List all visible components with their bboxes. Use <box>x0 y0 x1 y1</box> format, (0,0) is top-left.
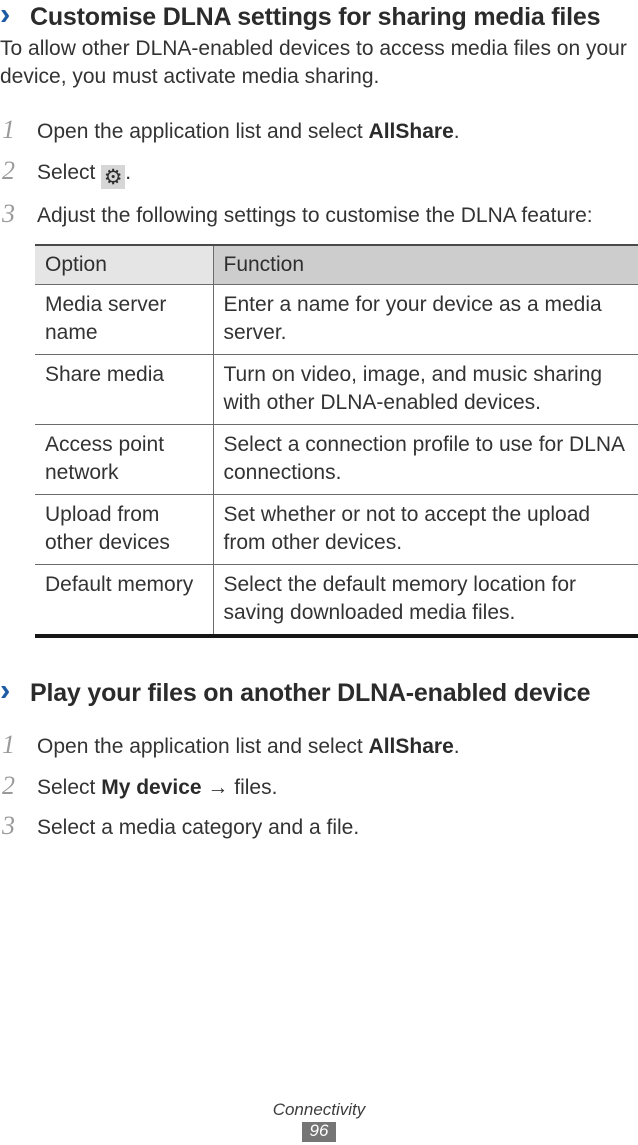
step-text-span: Open the application list and select <box>37 735 369 758</box>
steps-list: 1 Open the application list and select Al… <box>0 117 638 229</box>
function-cell: Turn on video, image, and music sharing … <box>212 354 638 425</box>
step-text-span: . <box>453 735 460 758</box>
section-heading-text: Customise DLNA settings for sharing medi… <box>30 3 601 31</box>
chevron-bullet-icon: › <box>0 672 11 707</box>
section-customise-dlna: › Customise DLNA settings for sharing me… <box>0 0 638 638</box>
section-play-files: › Play your files on another DLNA-enable… <box>0 672 638 842</box>
footer-chapter-label: Connectivity <box>272 1100 366 1119</box>
step-text: Select a media category and a file. <box>37 813 359 842</box>
step-text-span: Adjust the following settings to customi… <box>37 203 593 227</box>
step-text: Open the application list and select All… <box>37 117 460 146</box>
step-text-span: Select <box>37 775 102 799</box>
option-cell: Media server name <box>35 284 213 355</box>
step-item: 3 Select a media category and a file. <box>0 813 638 842</box>
step-text-span: . <box>125 160 132 184</box>
step-text-span: → files. <box>201 775 278 799</box>
table-header-row: Option Function <box>35 245 638 285</box>
step-text-bold: AllShare <box>368 120 454 143</box>
option-cell: Share media <box>35 354 213 425</box>
step-text-span: Select a media category and a file. <box>37 816 360 839</box>
step-number: 3 <box>2 811 15 840</box>
section-heading: › Customise DLNA settings for sharing me… <box>0 0 638 32</box>
steps-list: 1 Open the application list and select Al… <box>0 732 638 842</box>
step-text: Select My device → files. <box>37 773 277 802</box>
step-text: Open the application list and select All… <box>37 732 460 761</box>
chevron-bullet-icon: › <box>0 0 11 31</box>
section-heading-text: Play your files on another DLNA-enabled … <box>30 679 591 707</box>
step-item: 1 Open the application list and select Al… <box>0 732 638 761</box>
step-item: 2 Select My device → files. <box>0 770 638 802</box>
table-header-option: Option <box>35 245 213 285</box>
step-text-span: Open the application list and select <box>37 120 369 143</box>
step-text-bold: My device <box>101 775 202 799</box>
step-text-bold: AllShare <box>368 735 454 758</box>
step-item: 2 Select ⚙. <box>0 155 638 189</box>
option-cell: Access point network <box>35 424 213 495</box>
step-number: 3 <box>2 198 15 228</box>
step-item: 1 Open the application list and select Al… <box>0 117 638 146</box>
function-cell: Select a connection profile to use for D… <box>212 424 638 495</box>
step-text-span: Select <box>37 160 102 184</box>
step-text: Adjust the following settings to customi… <box>37 201 593 230</box>
step-number: 2 <box>2 770 15 800</box>
step-item: 3 Adjust the following settings to custom… <box>0 198 638 230</box>
intro-paragraph: To allow other DLNA-enabled devices to a… <box>0 37 627 88</box>
step-number: 2 <box>2 155 15 185</box>
option-cell: Default memory <box>35 564 213 636</box>
function-cell: Set whether or not to accept the upload … <box>212 494 638 565</box>
option-cell: Upload from other devices <box>35 494 213 565</box>
function-cell: Select the default memory location for s… <box>212 564 638 636</box>
settings-gear-icon: ⚙ <box>101 164 126 189</box>
step-number: 1 <box>2 730 15 759</box>
page-footer: Connectivity 96 <box>0 1100 638 1142</box>
step-text-span: . <box>453 120 460 143</box>
section-heading: › Play your files on another DLNA-enable… <box>0 672 638 708</box>
page-number-badge: 96 <box>301 1122 337 1142</box>
function-cell: Enter a name for your device as a media … <box>212 284 638 355</box>
step-text: Select ⚙. <box>37 158 131 189</box>
table-header-function: Function <box>212 245 638 285</box>
step-number: 1 <box>2 115 15 144</box>
